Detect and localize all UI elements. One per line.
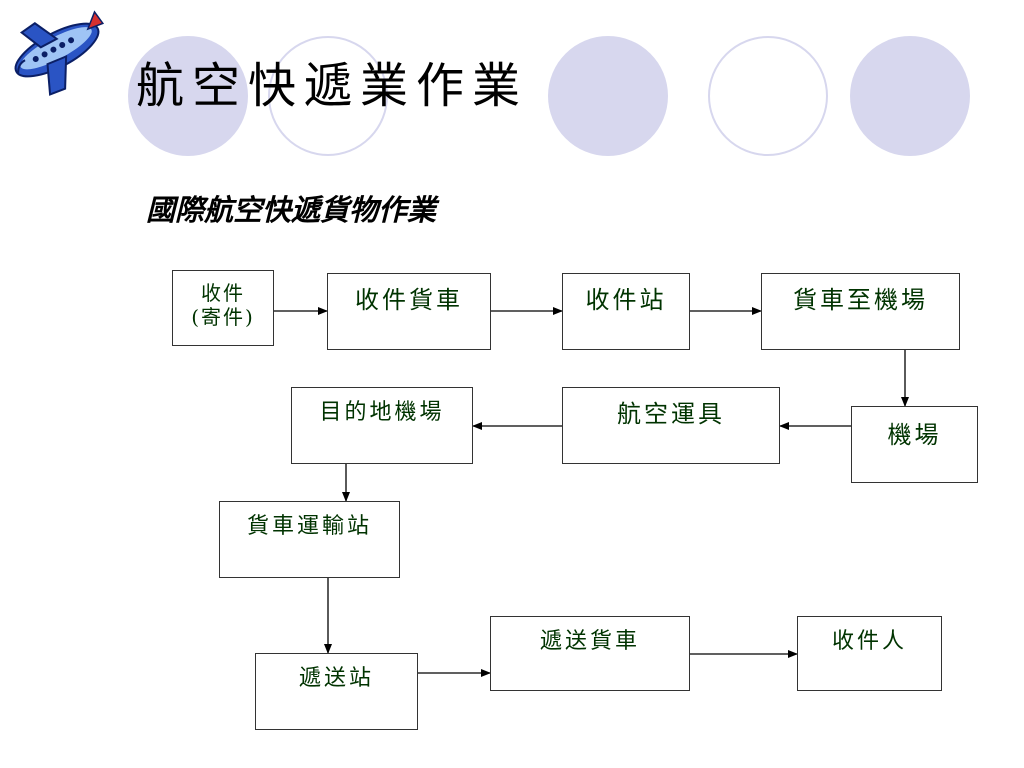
node-airport: 機場 bbox=[851, 406, 978, 483]
airplane-icon bbox=[14, 10, 105, 96]
node-airport-label: 機場 bbox=[887, 421, 942, 449]
node-air-transport: 航空運具 bbox=[562, 387, 780, 464]
node-truck-terminal-label: 貨車運輸站 bbox=[246, 514, 372, 539]
node-truck-terminal: 貨車運輸站 bbox=[219, 501, 400, 578]
slide-subtitle: 國際航空快遞貨物作業 bbox=[146, 193, 437, 227]
node-recipient-label: 收件人 bbox=[831, 629, 907, 654]
decor-ring bbox=[708, 36, 828, 156]
node-recipient: 收件人 bbox=[797, 616, 942, 691]
node-delivery-station: 遞送站 bbox=[255, 653, 418, 730]
node-shipper-line1: 收件 bbox=[201, 281, 245, 305]
node-destination-airport: 目的地機場 bbox=[291, 387, 473, 464]
node-shipper: 收件 (寄件) bbox=[172, 270, 274, 346]
node-shipper-line2: (寄件) bbox=[191, 305, 255, 329]
node-pickup-truck: 收件貨車 bbox=[327, 273, 491, 350]
node-truck-to-airport-label: 貨車至機場 bbox=[793, 286, 928, 314]
node-delivery-truck-label: 遞送貨車 bbox=[539, 629, 640, 654]
node-pickup-station-label: 收件站 bbox=[585, 286, 667, 314]
node-pickup-truck-label: 收件貨車 bbox=[355, 286, 463, 314]
slide-title: 航空快遞業作業 bbox=[136, 58, 529, 114]
node-pickup-station: 收件站 bbox=[562, 273, 690, 350]
decor-circle bbox=[128, 36, 248, 156]
node-air-transport-label: 航空運具 bbox=[617, 400, 725, 428]
decor-circle bbox=[850, 36, 970, 156]
decor-ring bbox=[268, 36, 388, 156]
node-delivery-station-label: 遞送站 bbox=[298, 666, 374, 691]
node-delivery-truck: 遞送貨車 bbox=[490, 616, 690, 691]
decor-circle bbox=[548, 36, 668, 156]
node-destination-airport-label: 目的地機場 bbox=[319, 400, 445, 425]
node-truck-to-airport: 貨車至機場 bbox=[761, 273, 960, 350]
